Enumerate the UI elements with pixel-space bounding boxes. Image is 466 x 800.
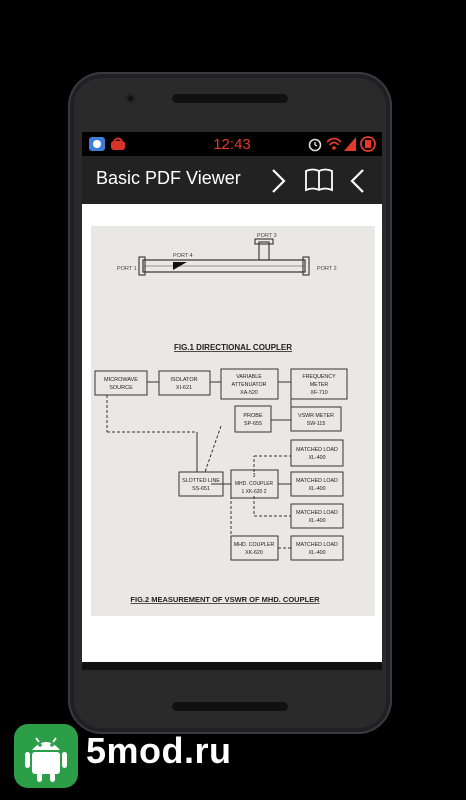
- mhd-coupler-1-label-2: MHD. COUPLER: [235, 481, 274, 487]
- book-icon[interactable]: [304, 167, 334, 193]
- attenuator-box: VARIABLE ATTENUATOR XA-520: [220, 368, 279, 400]
- probe-label-2: SP-655: [244, 421, 262, 427]
- probe-box: PROBE SP-655: [234, 405, 272, 433]
- slotted-line-box: SLOTTED LINE SS-651: [178, 471, 224, 497]
- attenuator-label-2: ATTENUATOR: [231, 382, 266, 388]
- matched-load-3-label-1: MATCHED LOAD: [296, 510, 338, 516]
- port2-label: PORT 2: [317, 266, 337, 272]
- front-camera: [126, 94, 135, 103]
- signal-icon: [344, 137, 356, 151]
- matched-load-4-label-1: MATCHED LOAD: [296, 542, 338, 548]
- slotted-line-label-1: SLOTTED LINE: [182, 478, 220, 484]
- alarm-icon: [308, 138, 322, 152]
- matched-load-4-label-2: XL-400: [308, 550, 325, 556]
- battery-icon: [360, 136, 376, 152]
- status-bar: 12:43: [82, 132, 382, 156]
- matched-load-box-3: MATCHED LOAD XL-400: [290, 503, 344, 529]
- pdf-page[interactable]: PORT 1 PORT 2 PORT 3 PORT 4 FIG.1 DIRECT…: [82, 204, 382, 662]
- vswr-meter-box: VSWR METER SW-115: [290, 406, 342, 432]
- app-bar: Basic PDF Viewer: [82, 156, 382, 204]
- frequency-meter-box: FREQUENCY METER XF-710: [290, 368, 348, 400]
- bottom-strip: [82, 662, 382, 670]
- microwave-source-label-2: SOURCE: [109, 385, 133, 391]
- mhd-coupler-1-label-3: 1 XK-620 2: [241, 489, 266, 495]
- slotted-line-label-2: SS-651: [192, 486, 210, 492]
- frequency-meter-label-2: METER: [310, 382, 329, 388]
- port3-label: PORT 3: [257, 233, 277, 239]
- watermark-text: 5mod.ru: [86, 730, 232, 771]
- frequency-meter-label-1: FREQUENCY: [302, 374, 336, 380]
- bag-notification-icon: [111, 137, 125, 150]
- matched-load-1-label-1: MATCHED LOAD: [296, 447, 338, 453]
- mhd-coupler-box-2: MHD. COUPLER XK-620: [230, 535, 279, 561]
- matched-load-3-label-2: XL-400: [308, 518, 325, 524]
- microwave-source-box: MICROWAVE SOURCE: [94, 370, 148, 396]
- mhd-coupler-1-label-1: 3: [253, 473, 256, 479]
- isolator-label-1: ISOLATOR: [170, 377, 197, 383]
- scanned-figure: PORT 1 PORT 2 PORT 3 PORT 4 FIG.1 DIRECT…: [91, 226, 375, 616]
- app-notification-icon: [89, 137, 105, 151]
- fig1-title: FIG.1 DIRECTIONAL COUPLER: [174, 343, 292, 352]
- chevron-left-icon[interactable]: [348, 168, 368, 194]
- figure-drawing: PORT 1 PORT 2 PORT 3 PORT 4 FIG.1 DIRECT…: [94, 233, 348, 604]
- isolator-label-2: XI-621: [176, 385, 192, 391]
- vswr-meter-label-2: SW-115: [307, 421, 326, 427]
- app-title: Basic PDF Viewer: [96, 168, 241, 188]
- matched-load-1-label-2: XL-400: [308, 455, 325, 461]
- matched-load-2-label-1: MATCHED LOAD: [296, 478, 338, 484]
- matched-load-2-label-2: XL-400: [308, 486, 325, 492]
- directional-coupler-drawing: [138, 238, 310, 276]
- bottom-speaker: [172, 702, 288, 711]
- matched-load-box-1: MATCHED LOAD XL-400: [290, 439, 344, 467]
- frequency-meter-label-3: XF-710: [310, 390, 327, 396]
- attenuator-label-3: XA-520: [240, 390, 258, 396]
- isolator-box: ISOLATOR XI-621: [158, 370, 211, 396]
- port1-label: PORT 1: [117, 266, 137, 272]
- phone-screen: 12:43 Basic PDF Viewer: [82, 132, 382, 670]
- vswr-meter-label-1: VSWR METER: [298, 413, 334, 419]
- matched-load-box-2: MATCHED LOAD XL-400: [290, 471, 344, 497]
- mhd-coupler-2-label-2: XK-620: [245, 550, 263, 556]
- connection-lines: [106, 381, 292, 549]
- chevron-right-icon[interactable]: [268, 168, 288, 194]
- probe-label-1: PROBE: [243, 413, 263, 419]
- microwave-source-label-1: MICROWAVE: [104, 377, 138, 383]
- wifi-icon: [326, 137, 342, 150]
- mhd-coupler-2-label-1: MHD. COUPLER: [234, 542, 275, 548]
- status-time: 12:43: [213, 136, 251, 153]
- attenuator-label-1: VARIABLE: [236, 374, 262, 380]
- port4-label: PORT 4: [173, 253, 193, 259]
- top-speaker: [172, 94, 288, 103]
- android-robot-icon: [14, 724, 78, 788]
- mhd-coupler-box-1: 3 MHD. COUPLER 1 XK-620 2: [230, 469, 279, 499]
- fig2-title: FIG.2 MEASUREMENT OF VSWR OF MHD. COUPLE…: [130, 595, 320, 604]
- matched-load-box-4: MATCHED LOAD XL-400: [290, 535, 344, 561]
